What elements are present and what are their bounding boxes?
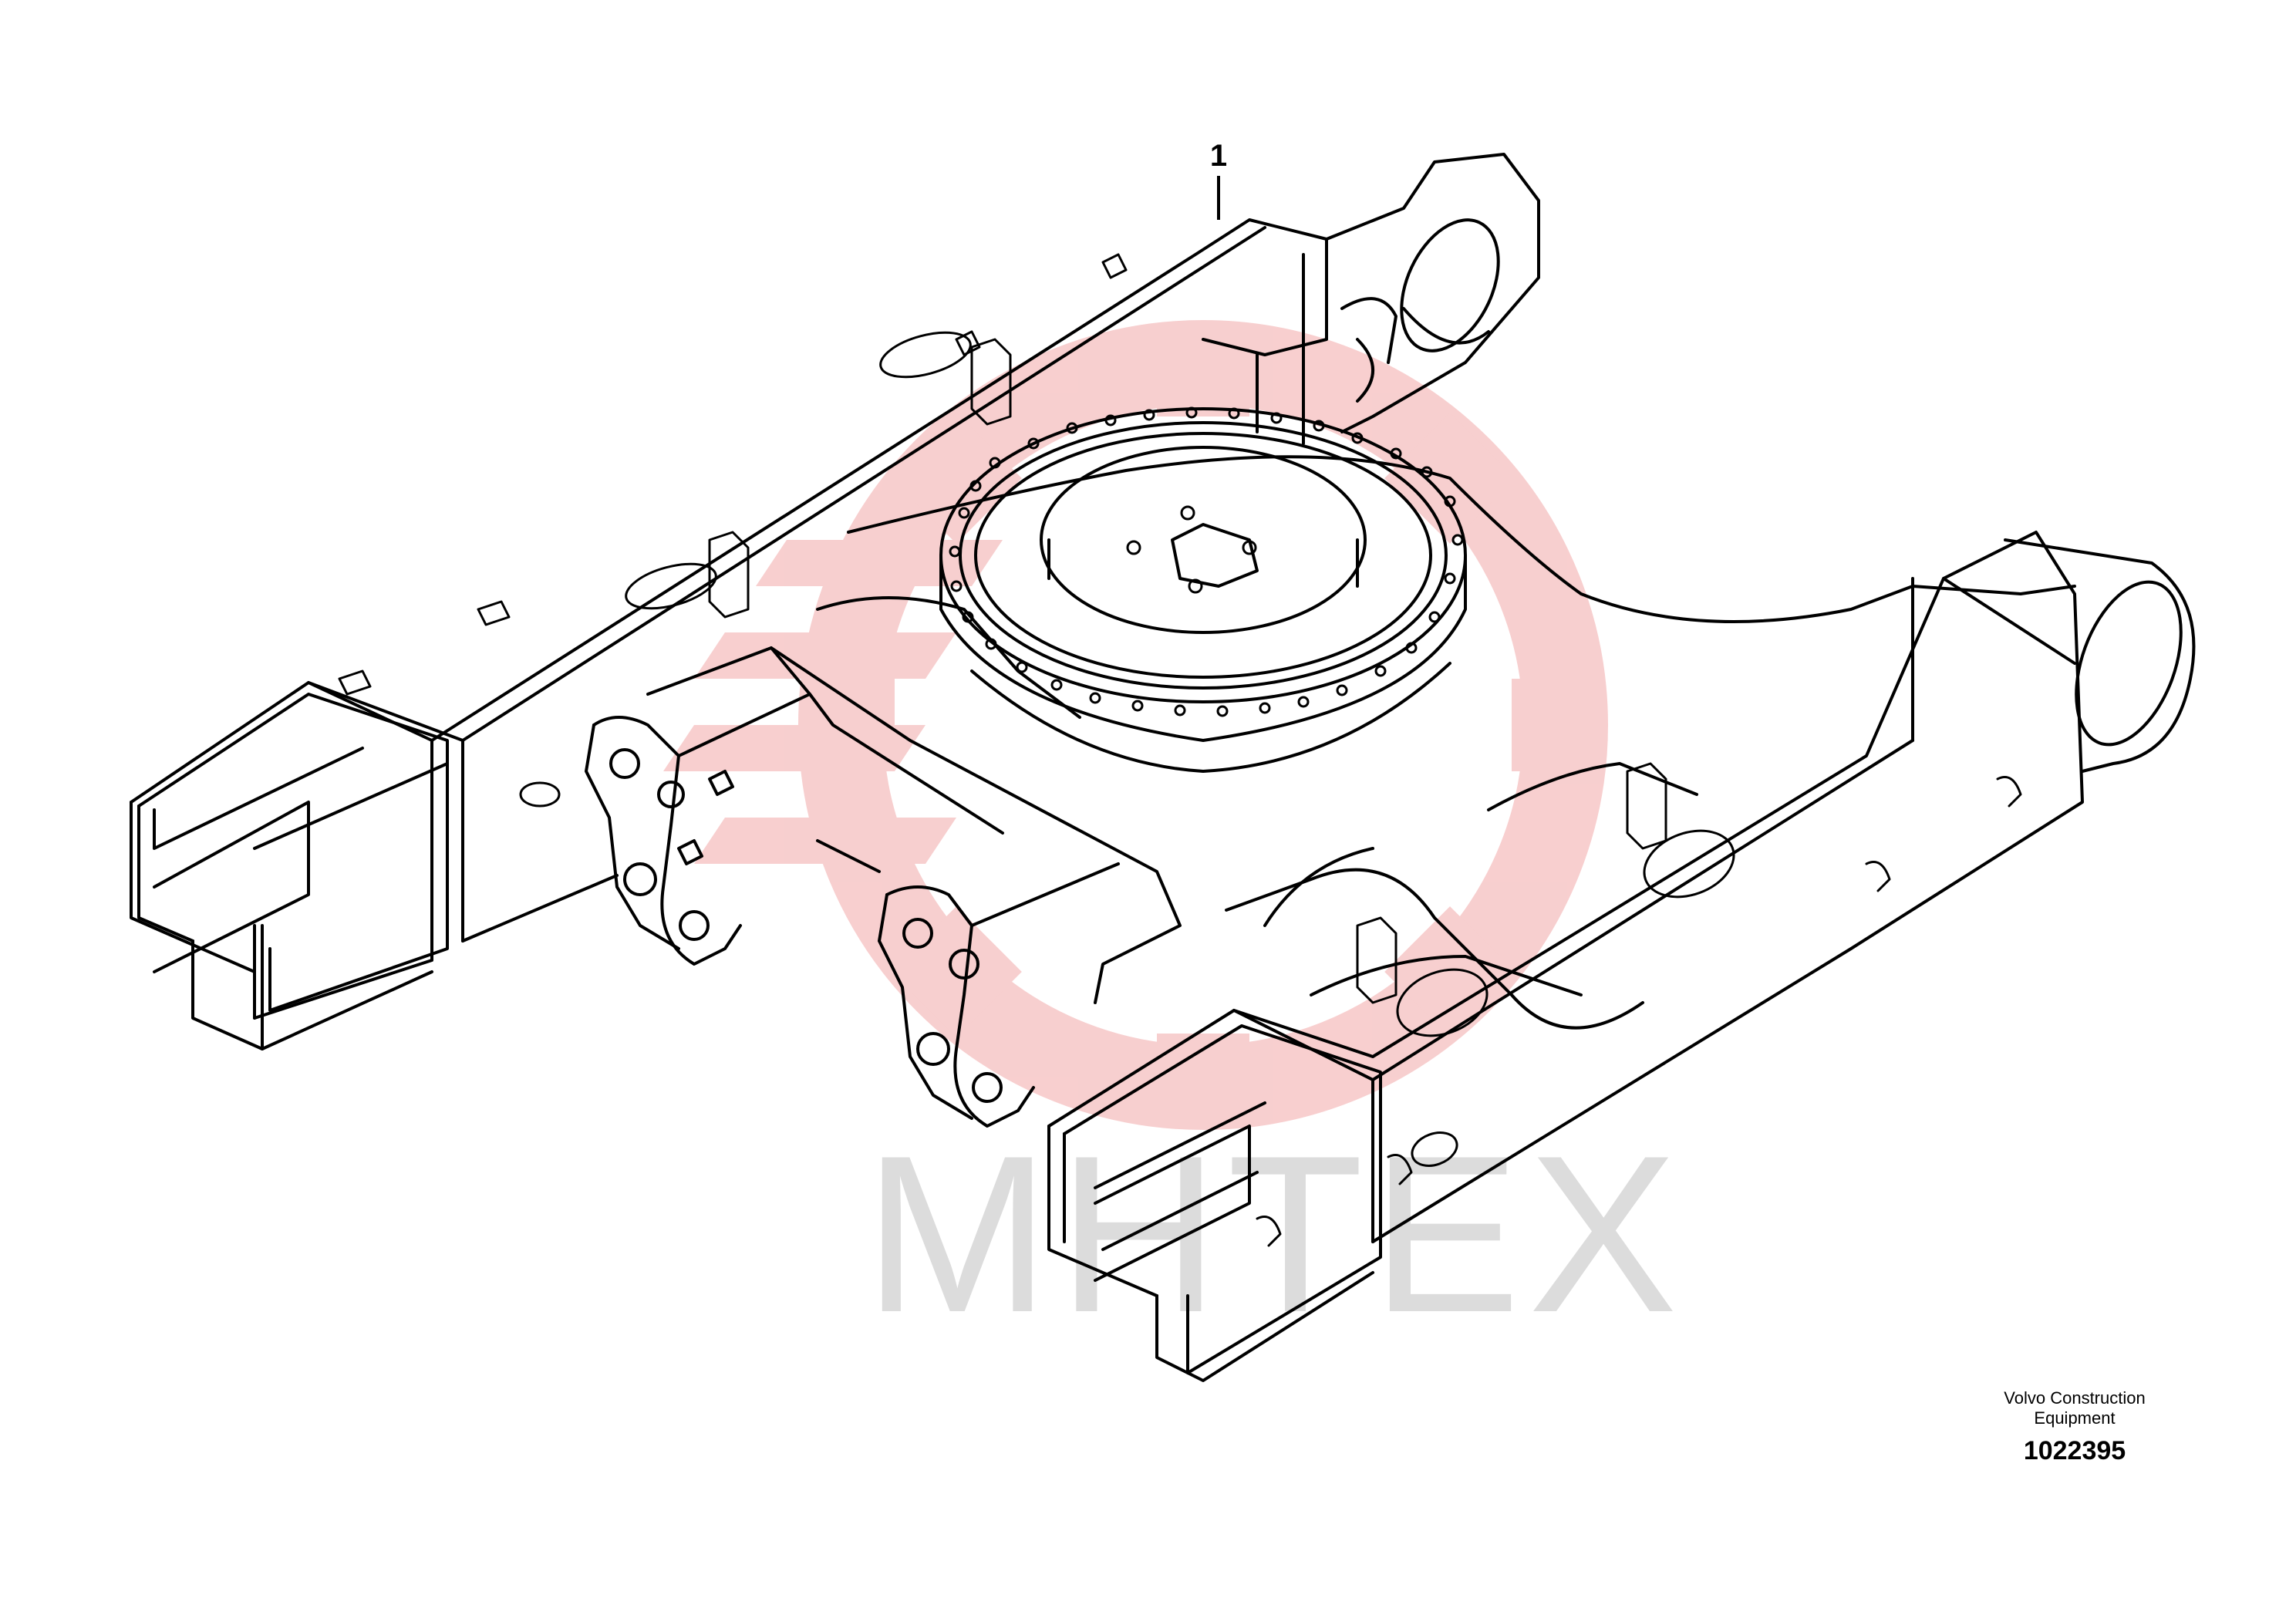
callout-label-1: 1	[1209, 139, 1228, 173]
left-front-idler-block	[137, 693, 449, 1050]
blade-mount-bracket-left	[585, 716, 742, 966]
right-front-idler-block	[1063, 1024, 1382, 1374]
brand-line-2: Equipment	[2034, 1408, 2116, 1428]
right-track-frame	[1047, 531, 2196, 1382]
watermark-gear-logo	[663, 320, 1608, 1130]
slewing-ring-bearing	[939, 407, 1467, 773]
credit-block: Volvo Construction Equipment 1022395	[1913, 1388, 2237, 1466]
ring-bolt-holes	[949, 406, 1464, 717]
watermark-text: MHTEX	[864, 1109, 1685, 1359]
front-cross-plate	[646, 646, 1182, 1004]
frame-mounting-lugs	[338, 253, 2022, 1247]
blade-mount-bracket-right	[878, 885, 1035, 1128]
reference-number: 1022395	[2023, 1436, 2126, 1465]
left-track-frame	[130, 153, 1540, 1020]
brand-line-1: Volvo Construction	[2004, 1388, 2146, 1408]
